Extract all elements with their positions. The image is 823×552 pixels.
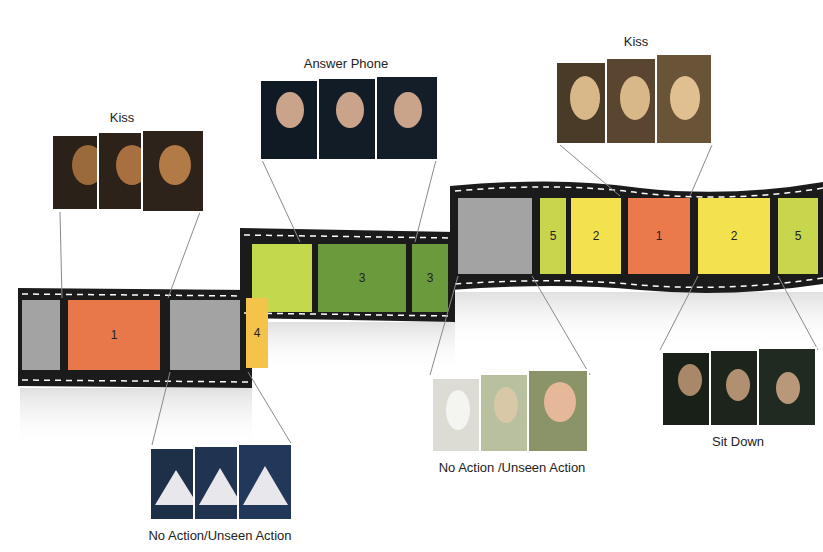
illustration-part (170, 300, 240, 370)
illustration-part (494, 387, 518, 423)
frame-number: 3 (359, 271, 366, 285)
film-frame: 1 (628, 198, 690, 274)
illustration-part (776, 372, 800, 404)
illustration-part (726, 369, 750, 401)
film-frame: 3 (412, 244, 448, 312)
illustration-part (606, 58, 662, 144)
film-frame: 5 (778, 198, 818, 274)
film-frame: 2 (571, 198, 621, 274)
illustration-part (199, 468, 242, 505)
illustration-part (570, 76, 600, 120)
action-label: Answer Phone (304, 56, 389, 71)
frame-number: 2 (593, 229, 600, 243)
illustration-part (318, 78, 380, 160)
video-thumbnail (150, 444, 292, 520)
illustration-part (152, 372, 170, 445)
illustration-part (240, 322, 455, 372)
illustration-part (142, 130, 204, 212)
illustration-part (336, 92, 364, 128)
illustration-part (458, 198, 532, 274)
illustration-part (446, 390, 470, 430)
frame-number: 5 (550, 229, 557, 243)
illustration-part (432, 378, 486, 452)
illustration-part (670, 76, 700, 120)
illustration-part (690, 145, 712, 196)
frame-number: 1 (656, 229, 663, 243)
illustration-part (260, 80, 322, 160)
video-thumbnail (432, 370, 588, 452)
illustration-part (394, 92, 422, 128)
illustration-part (243, 466, 288, 505)
action-label: Kiss (624, 34, 649, 49)
illustration-part (18, 288, 252, 388)
film-frame: 4 (246, 298, 268, 368)
illustration-part (22, 294, 250, 296)
illustration-part (528, 370, 588, 452)
illustration-part (560, 145, 620, 196)
illustration-part (244, 235, 452, 238)
action-label: Kiss (110, 110, 135, 125)
illustration-part (710, 350, 764, 426)
frame-number: 4 (254, 326, 261, 340)
video-thumbnail (662, 348, 816, 426)
illustration-part (159, 145, 191, 185)
illustration-part (758, 348, 816, 426)
illustration-part (656, 54, 712, 144)
illustration-part (620, 76, 650, 120)
frame-number: 2 (731, 229, 738, 243)
illustration-part (778, 276, 818, 350)
illustration-part (248, 372, 292, 445)
illustration-part (678, 364, 702, 396)
illustration-part (544, 382, 576, 422)
frame-number: 3 (427, 271, 434, 285)
illustration-part (22, 380, 250, 382)
illustration-part (455, 187, 823, 197)
illustration-part (415, 160, 436, 242)
action-label: Sit Down (712, 434, 764, 449)
illustration-part (262, 160, 300, 242)
illustration-part (20, 388, 252, 448)
film-frame: 3 (318, 244, 406, 312)
video-thumbnail (52, 130, 204, 212)
video-thumbnail (556, 54, 712, 144)
illustration-part (455, 278, 823, 287)
illustration-part (155, 470, 198, 505)
illustration-part (240, 228, 455, 322)
frame-number: 5 (795, 229, 802, 243)
illustration-part (662, 352, 716, 426)
action-label: No Action /Unseen Action (439, 460, 586, 475)
action-label: No Action/Unseen Action (148, 528, 291, 543)
illustration-part (238, 444, 292, 520)
illustration-part (376, 76, 438, 160)
film-frame: 2 (698, 198, 770, 274)
illustration-part (480, 374, 534, 452)
illustration-part (556, 62, 612, 144)
video-thumbnail (260, 76, 438, 160)
illustration-part (532, 276, 590, 375)
illustration-part (660, 276, 698, 350)
illustration-part (450, 181, 823, 292)
illustration-part (22, 300, 60, 370)
illustration-part (244, 313, 452, 316)
film-frame: 1 (68, 300, 160, 370)
illustration-part (450, 292, 823, 347)
frame-number: 1 (111, 328, 118, 342)
illustration-part (60, 212, 62, 298)
illustration-part (168, 212, 200, 298)
film-frame: 5 (540, 198, 566, 274)
illustration-part (276, 92, 304, 128)
